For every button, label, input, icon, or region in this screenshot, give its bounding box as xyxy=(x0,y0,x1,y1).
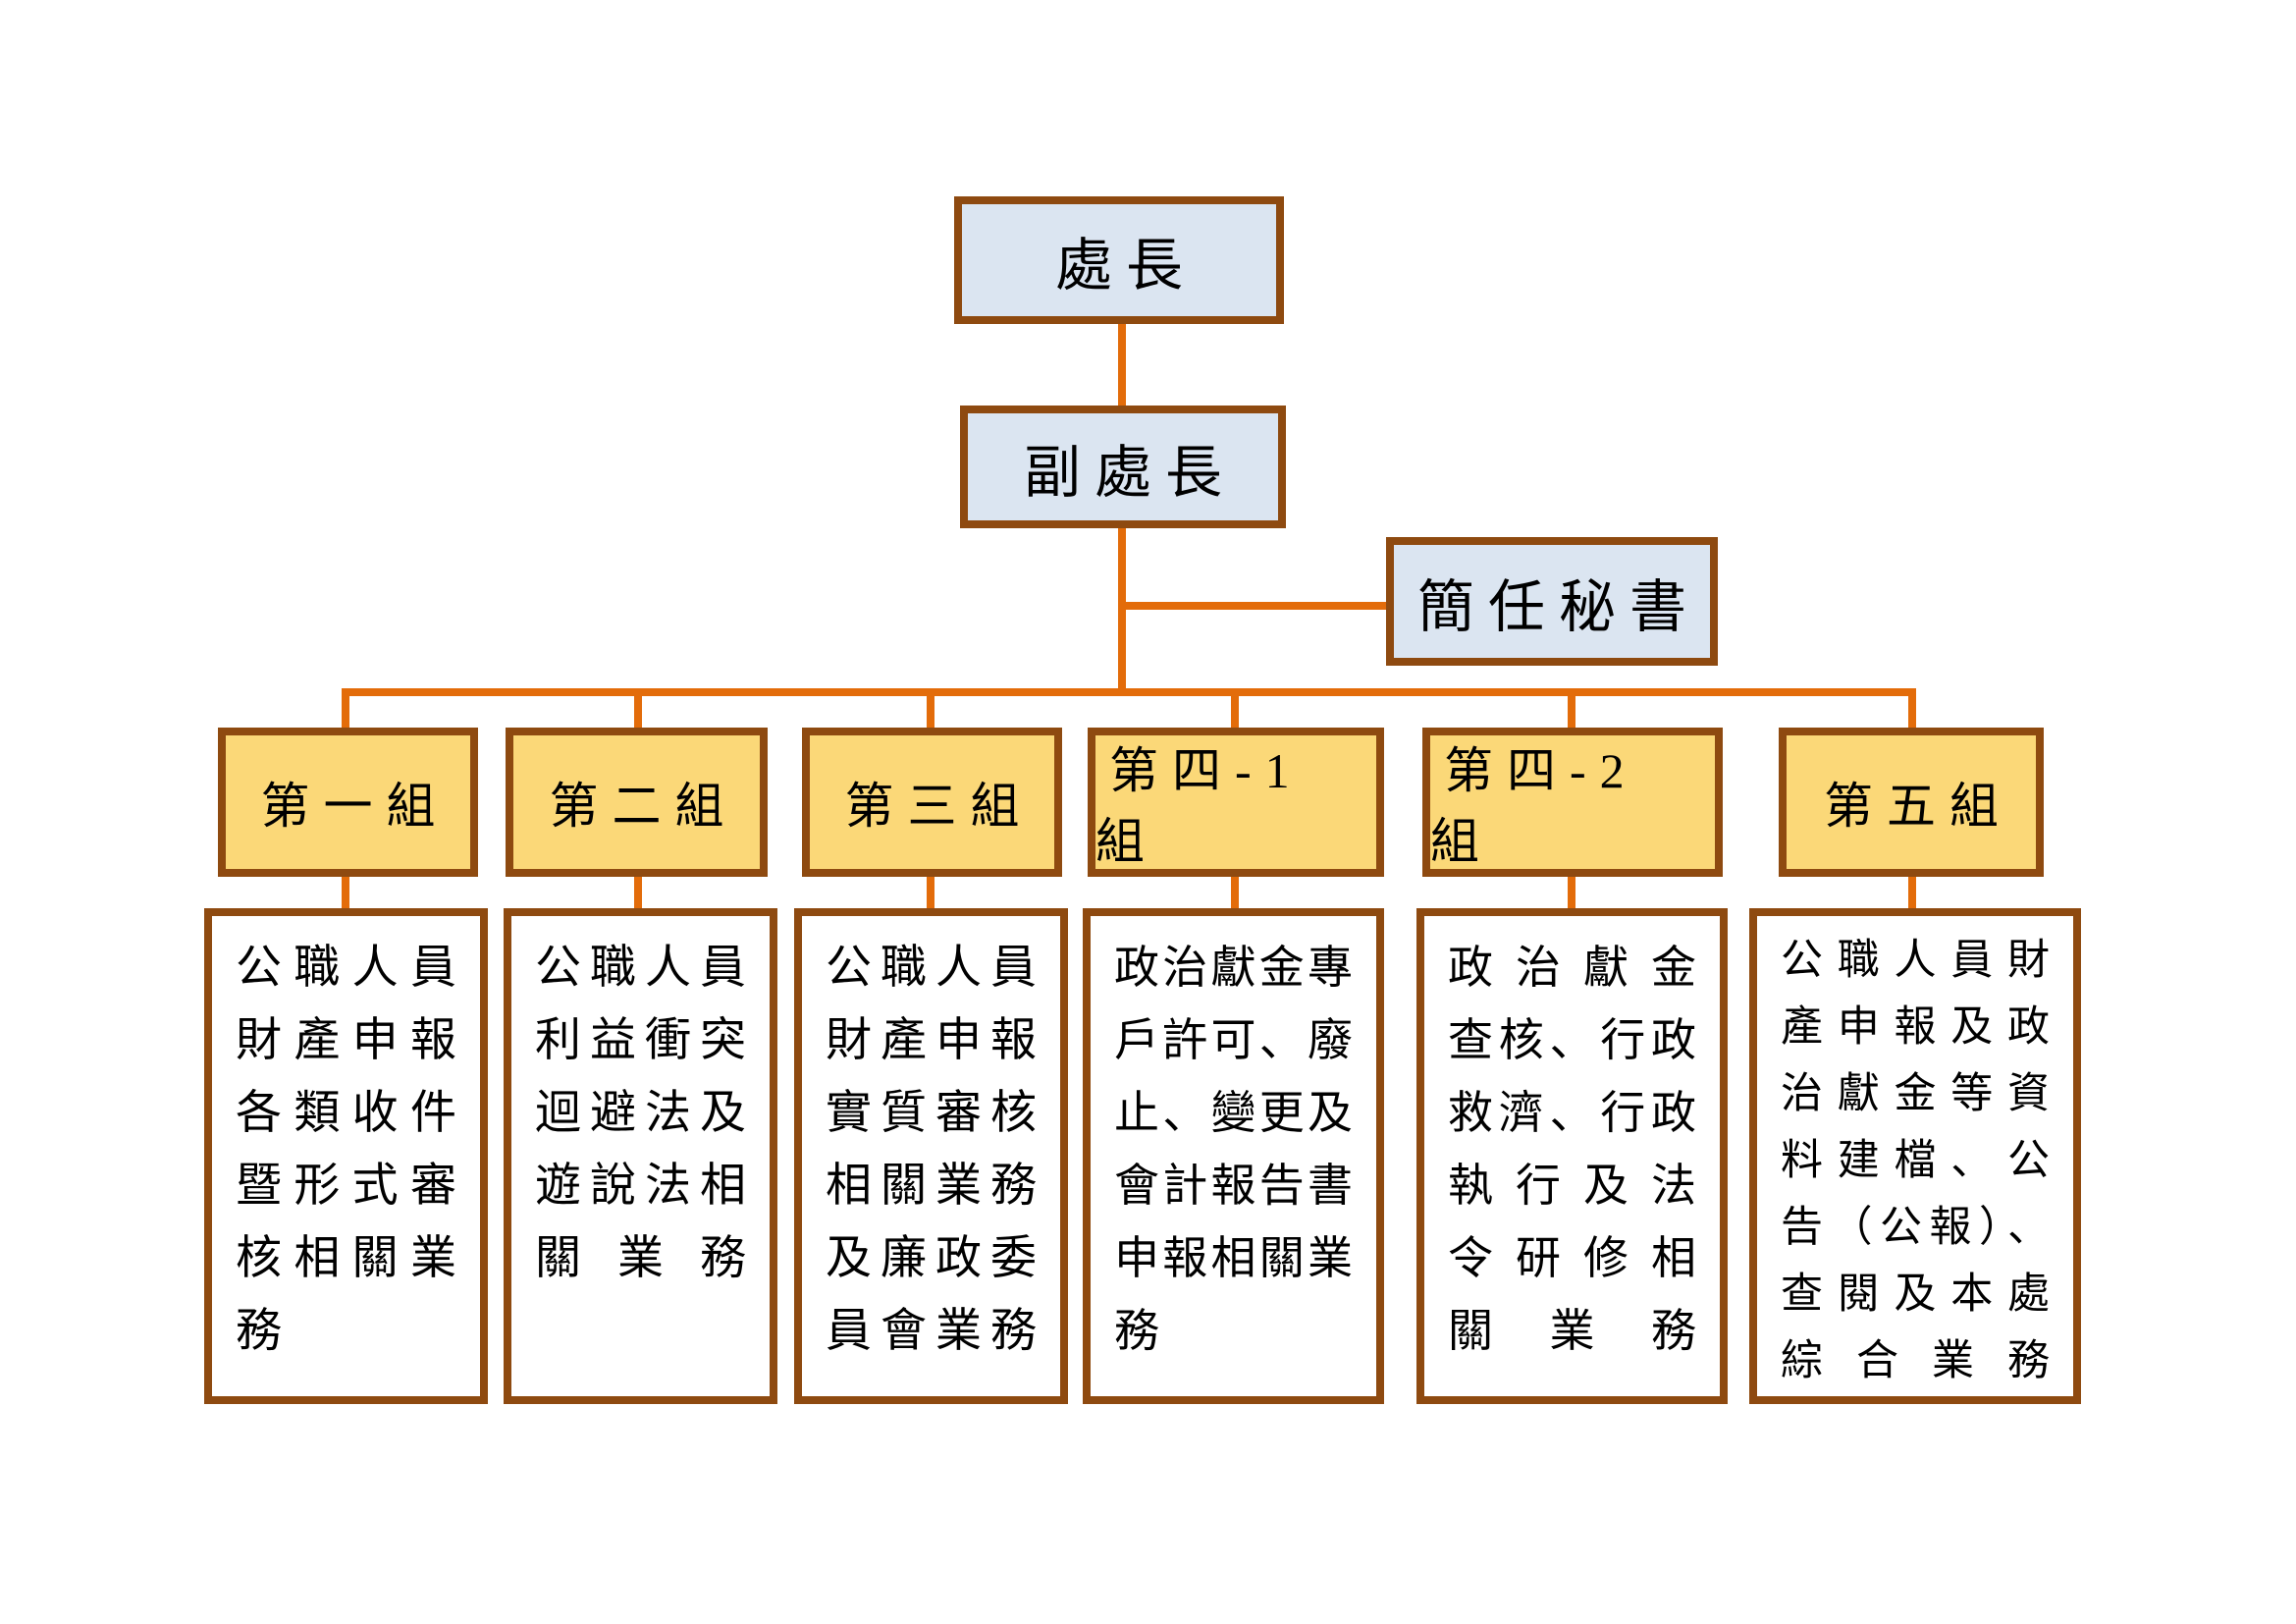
group2-duties-text: 公職人員 利益衝突 迴避法及 遊說法相 關業務 xyxy=(535,943,746,1284)
group2-duties-box: 公職人員 利益衝突 迴避法及 遊說法相 關業務 xyxy=(504,908,777,1404)
group4-2-duties-text: 政治獻金 查核、行政 救濟、行政 執行及法 令研修相 關業務 xyxy=(1448,943,1696,1356)
group4-2-name: 第四-2 組 xyxy=(1430,743,1638,869)
connector-group3-drop xyxy=(927,688,934,731)
group4-1-duties-text: 政治獻金專 戶許可、廢 止、變更及 會計報告書 申報相關業 務 xyxy=(1114,943,1353,1356)
connector-groups-row xyxy=(342,688,1916,696)
group4-2-duties-box: 政治獻金 查核、行政 救濟、行政 執行及法 令研修相 關業務 xyxy=(1416,908,1728,1404)
group1-duties-text: 公職人員 財產申報 各類收件 暨形式審 核相關業 務 xyxy=(236,943,456,1357)
connector-group2-duties-drop xyxy=(634,877,642,912)
senior-secretary-box: 簡任秘書 xyxy=(1386,537,1718,666)
connector-group5-drop xyxy=(1908,688,1916,731)
group5-duties-text: 公職人員財 產申報及政 治獻金等資 料建檔、公 告（公報）、 查閱及本處 綜合業… xyxy=(1781,938,2050,1384)
group4-2-header-box: 第四-2 組 xyxy=(1422,728,1723,877)
group5-header-box: 第五組 xyxy=(1779,728,2044,877)
connector-director-deputy xyxy=(1118,324,1126,409)
connector-group2-drop xyxy=(634,688,642,731)
connector-secretary-branch xyxy=(1122,602,1386,610)
group1-header-box: 第一組 xyxy=(218,728,478,877)
director-label: 處長 xyxy=(1054,234,1197,298)
deputy-director-label: 副處長 xyxy=(1023,440,1236,505)
group2-name: 第二組 xyxy=(549,779,738,834)
group5-name: 第五組 xyxy=(1824,779,2012,834)
connector-group4-2-duties-drop xyxy=(1568,877,1575,912)
group4-1-duties-box: 政治獻金專 戶許可、廢 止、變更及 會計報告書 申報相關業 務 xyxy=(1083,908,1384,1404)
group3-header-box: 第三組 xyxy=(802,728,1062,877)
connector-group5-duties-drop xyxy=(1908,877,1916,912)
connector-group4-1-duties-drop xyxy=(1231,877,1239,912)
connector-group3-duties-drop xyxy=(927,877,934,912)
connector-group4-1-drop xyxy=(1231,688,1239,731)
deputy-director-box: 副處長 xyxy=(960,406,1286,528)
senior-secretary-label: 簡任秘書 xyxy=(1416,574,1700,639)
group3-duties-text: 公職人員 財產申報 實質審核 相關業務 及廉政委 員會業務 xyxy=(826,943,1037,1357)
group4-1-header-box: 第四-1 組 xyxy=(1088,728,1384,877)
group5-duties-box: 公職人員財 產申報及政 治獻金等資 料建檔、公 告（公報）、 查閱及本處 綜合業… xyxy=(1749,908,2081,1404)
connector-group1-duties-drop xyxy=(342,877,349,912)
group4-1-name: 第四-1 組 xyxy=(1095,743,1304,869)
connector-group4-2-drop xyxy=(1568,688,1575,731)
group2-header-box: 第二組 xyxy=(506,728,768,877)
group1-duties-box: 公職人員 財產申報 各類收件 暨形式審 核相關業 務 xyxy=(204,908,488,1404)
director-box: 處長 xyxy=(954,196,1284,324)
group1-name: 第一組 xyxy=(260,779,450,834)
connector-group1-drop xyxy=(342,688,349,731)
connector-deputy-trunk xyxy=(1118,528,1126,696)
group3-name: 第三組 xyxy=(844,779,1034,834)
group3-duties-box: 公職人員 財產申報 實質審核 相關業務 及廉政委 員會業務 xyxy=(794,908,1068,1404)
